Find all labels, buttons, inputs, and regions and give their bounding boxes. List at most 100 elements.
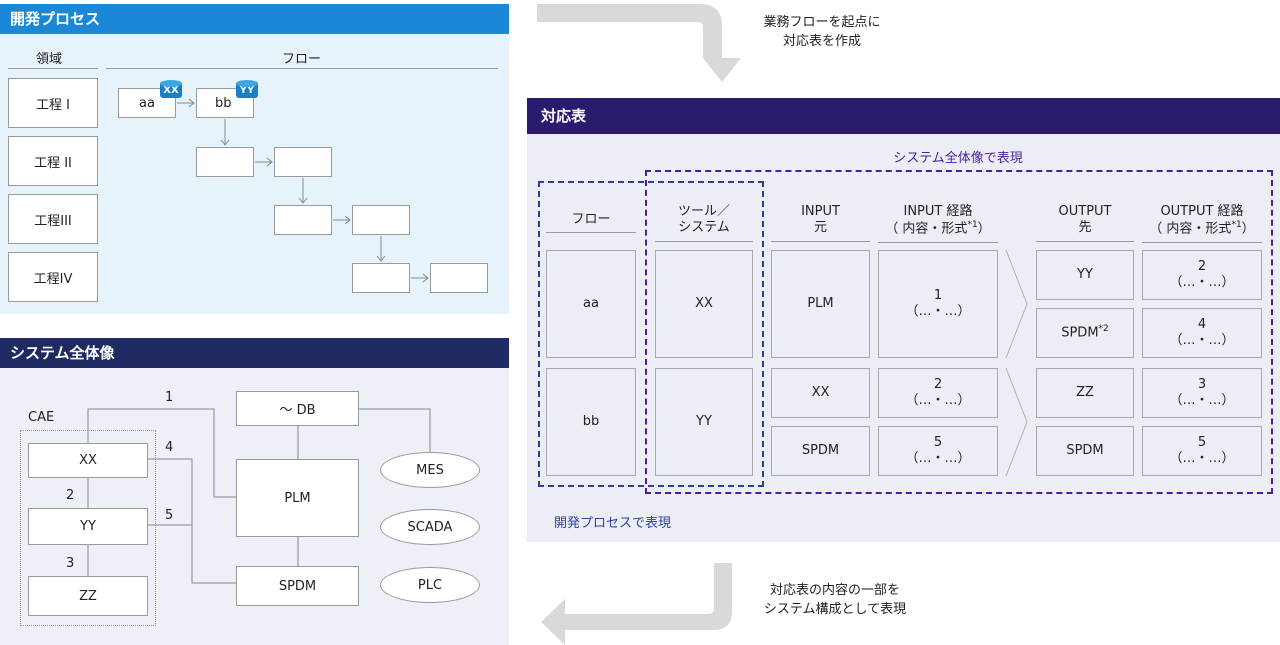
table-col-input: INPUT 元 xyxy=(771,204,870,242)
step-3: 工程III xyxy=(8,194,98,244)
system-header: システム全体像 xyxy=(0,338,509,368)
table-input-xx-label: XX xyxy=(811,384,830,400)
edge-label-4: 4 xyxy=(165,440,174,455)
table-col-output-route-sup: *1 xyxy=(1231,220,1242,231)
table-output-route-4: 4 （…・…） xyxy=(1142,308,1262,358)
step-4: 工程IV xyxy=(8,252,98,302)
system-node-yy: YY xyxy=(28,508,148,545)
note-bottom: 対応表の内容の一部を システム構成として表現 xyxy=(740,582,930,620)
flow-node-3b xyxy=(352,205,410,235)
table-flow-aa-label: aa xyxy=(583,295,599,311)
table-input-spdm-label: SPDM xyxy=(801,442,840,458)
table-col-output-route: OUTPUT 経路 （ 内容・形式*1） xyxy=(1142,204,1262,243)
left-arrow-icon xyxy=(541,563,732,645)
table-col-output-route-l2-text: （ 内容・形式 xyxy=(1149,221,1232,237)
table-tool-xx: XX xyxy=(655,250,753,358)
note-top-line1: 業務フローを起点に xyxy=(763,15,881,30)
table-output-zz: ZZ xyxy=(1036,368,1134,418)
table-output-route-5-num: 5 xyxy=(1197,434,1207,450)
flow-node-4b xyxy=(430,263,488,293)
table-col-output-route-close: ） xyxy=(1241,221,1255,237)
table-input-xx: XX xyxy=(771,368,870,418)
table-col-input-route-l1: INPUT 経路 xyxy=(903,204,973,219)
flow-node-aa-label: aa xyxy=(139,95,155,111)
down-arrow-icon xyxy=(537,4,741,82)
edge-label-1: 1 xyxy=(165,390,174,405)
table-output-route-5-fmt: （…・…） xyxy=(1169,451,1235,466)
step-1: 工程 I xyxy=(8,78,98,128)
table-col-output: OUTPUT 先 xyxy=(1036,204,1134,242)
table-col-output-l2: 先 xyxy=(1078,220,1092,236)
table-col-input-route-close: ） xyxy=(977,221,991,237)
process-dashed-group xyxy=(538,181,764,487)
table-col-tool: ツール／ システム xyxy=(655,204,753,242)
cae-label: CAE xyxy=(28,410,55,425)
table-flow-aa: aa xyxy=(546,250,636,358)
table-input-route-2: 2 （…・…） xyxy=(878,368,998,418)
table-header: 対応表 xyxy=(527,98,1280,134)
table-output-spdm-1-text: SPDM xyxy=(1061,325,1099,341)
table-col-input-route-l2: （ 内容・形式*1） xyxy=(878,220,998,238)
dev-process-header: 開発プロセス xyxy=(0,4,509,34)
table-output-spdm-1: SPDM*2 xyxy=(1036,308,1134,358)
table-col-flow: フロー xyxy=(546,212,636,234)
table-col-flow-label: フロー xyxy=(571,212,611,227)
table-col-output-l1: OUTPUT xyxy=(1058,204,1112,219)
table-input-route-5: 5 （…・…） xyxy=(878,426,998,476)
step-2: 工程 II xyxy=(8,136,98,186)
table-output-route-4-num: 4 xyxy=(1197,316,1207,332)
table-output-spdm-2: SPDM xyxy=(1036,426,1134,476)
table-tool-xx-label: XX xyxy=(695,295,713,311)
table-input-plm: PLM xyxy=(771,250,870,358)
system-dashed-group xyxy=(645,170,1273,494)
chevron-right-icon xyxy=(1005,367,1028,477)
table-output-route-4-fmt: （…・…） xyxy=(1169,333,1235,348)
edge-label-2: 2 xyxy=(66,488,75,503)
table-flow-bb: bb xyxy=(546,368,636,476)
flow-node-bb-label: bb xyxy=(215,95,232,111)
flow-node-4a xyxy=(352,263,410,293)
table-col-input-l2: 元 xyxy=(813,220,827,236)
table-col-tool-l2: システム xyxy=(678,220,730,236)
table-input-plm-label: PLM xyxy=(807,295,834,311)
table-output-zz-label: ZZ xyxy=(1076,384,1094,400)
table-col-tool-l1: ツール／ xyxy=(677,204,730,219)
table-output-route-2-fmt: （…・…） xyxy=(1169,275,1235,290)
table-input-route-1-num: 1 xyxy=(933,287,943,303)
table-input-route-1-fmt: （…・…） xyxy=(905,304,971,319)
chevron-right-icon xyxy=(1005,249,1028,359)
system-node-zz: ZZ xyxy=(28,576,148,616)
flow-node-2a xyxy=(196,147,254,177)
table-input-route-1: 1 （…・…） xyxy=(878,250,998,358)
process-caption: 開発プロセスで表現 xyxy=(554,516,672,531)
table-output-yy-label: YY xyxy=(1077,266,1093,282)
col-flow-label: フロー xyxy=(282,52,322,67)
table-col-input-route: INPUT 経路 （ 内容・形式*1） xyxy=(878,204,998,243)
table-col-output-route-l2: （ 内容・形式*1） xyxy=(1142,220,1262,238)
table-input-route-2-fmt: （…・…） xyxy=(905,393,971,408)
table-output-route-3-fmt: （…・…） xyxy=(1169,393,1235,408)
system-caption: システム全体像で表現 xyxy=(893,151,1023,166)
flow-node-3a xyxy=(274,205,332,235)
table-input-route-2-num: 2 xyxy=(933,376,943,392)
table-output-route-3: 3 （…・…） xyxy=(1142,368,1262,418)
system-node-plm: PLM xyxy=(236,459,359,537)
table-output-route-3-num: 3 xyxy=(1197,376,1207,392)
system-node-db: ～ DB xyxy=(236,391,359,426)
system-node-mes: MES xyxy=(380,452,480,488)
table-output-spdm-1-sup: *2 xyxy=(1098,324,1109,335)
table-output-route-5: 5 （…・…） xyxy=(1142,426,1262,476)
system-node-xx: XX xyxy=(28,443,148,478)
col-flow-rule xyxy=(106,68,498,69)
edge-label-3: 3 xyxy=(66,556,75,571)
table-output-route-2-num: 2 xyxy=(1197,258,1207,274)
table-tool-yy: YY xyxy=(655,368,753,476)
table-output-yy: YY xyxy=(1036,250,1134,300)
table-output-route-2: 2 （…・…） xyxy=(1142,250,1262,300)
table-tool-yy-label: YY xyxy=(696,413,712,429)
table-input-route-5-fmt: （…・…） xyxy=(905,451,971,466)
